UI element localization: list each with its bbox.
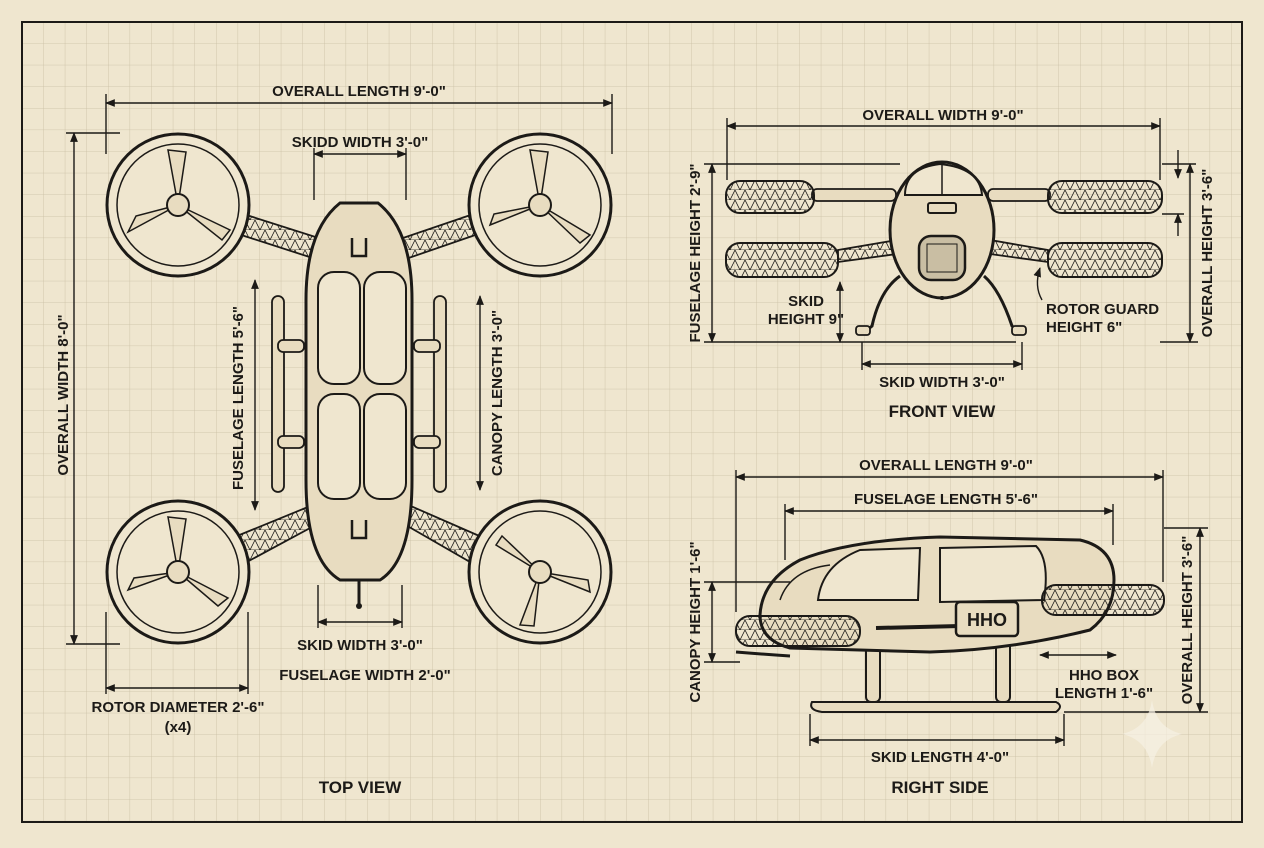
top-dimension-lines	[66, 94, 613, 694]
front-overall-width-label: OVERALL WIDTH 9'-0"	[862, 107, 1023, 124]
front-view: OVERALL WIDTH 9'-0" FUSELAGE HEIGHT 2'-9…	[687, 107, 1216, 421]
side-canopy-height-label: CANOPY HEIGHT 1'-6"	[687, 541, 704, 702]
side-rotor-guards	[735, 584, 1165, 647]
top-rotor-rear-left	[105, 499, 251, 645]
top-skid-width-label: SKID WIDTH 3'-0"	[297, 637, 423, 654]
front-fuselage	[888, 160, 996, 300]
side-fuselage-length-label: FUSELAGE LENGTH 5'-6"	[854, 491, 1038, 508]
front-skid-height-label-2: HEIGHT 9"	[768, 311, 844, 328]
top-fuselage	[304, 201, 414, 609]
top-rotor-count-label: (x4)	[165, 719, 192, 736]
top-canopy-length-label: CANOPY LENGTH 3'-0"	[489, 310, 506, 476]
side-hho-box-length-label-1: HHO BOX	[1069, 667, 1139, 684]
front-view-title: FRONT VIEW	[889, 402, 997, 421]
front-dimension-lines	[704, 118, 1198, 370]
front-fuselage-height-label: FUSELAGE HEIGHT 2'-9"	[687, 163, 704, 342]
front-skid-width-label: SKID WIDTH 3'-0"	[879, 374, 1005, 391]
front-skids	[855, 274, 1027, 336]
top-overall-length-label: OVERALL LENGTH 9'-0"	[272, 83, 446, 100]
front-rotor-guard-label-2: HEIGHT 6"	[1046, 319, 1122, 336]
top-view-title: TOP VIEW	[319, 778, 402, 797]
side-skid-length-label: SKID LENGTH 4'-0"	[871, 749, 1009, 766]
top-skidd-width-label: SKIDD WIDTH 3'-0"	[292, 134, 429, 151]
top-view: OVERALL LENGTH 9'-0" SKIDD WIDTH 3'-0" O…	[55, 83, 613, 797]
side-hho-box-label: HHO	[967, 610, 1007, 630]
side-overall-length-label: OVERALL LENGTH 9'-0"	[859, 457, 1033, 474]
side-view: OVERALL LENGTH 9'-0" FUSELAGE LENGTH 5'-…	[687, 457, 1208, 797]
top-rotor-rear-right	[467, 499, 613, 645]
side-hho-box-length-label-2: LENGTH 1'-6"	[1055, 685, 1153, 702]
top-rotor-diameter-label: ROTOR DIAMETER 2'-6"	[92, 699, 265, 716]
front-overall-height-label: OVERALL HEIGHT 3'-6"	[1199, 169, 1216, 338]
top-skids	[271, 295, 447, 493]
front-rotor-guard-label-1: ROTOR GUARD	[1046, 301, 1159, 318]
top-fuselage-width-label: FUSELAGE WIDTH 2'-0"	[279, 667, 451, 684]
side-view-title: RIGHT SIDE	[891, 778, 988, 797]
sparkle-icon	[1122, 700, 1182, 768]
side-overall-height-label: OVERALL HEIGHT 3'-6"	[1179, 536, 1196, 705]
top-overall-width-label: OVERALL WIDTH 8'-0"	[55, 314, 72, 475]
sheet-border	[21, 21, 1243, 823]
side-dimension-lines	[704, 470, 1208, 746]
top-rotor-front-left	[105, 132, 251, 278]
front-rotor-guards	[725, 180, 1163, 278]
front-skid-height-label-1: SKID	[788, 293, 824, 310]
top-fuselage-length-label: FUSELAGE LENGTH 5'-6"	[230, 306, 247, 490]
top-rotor-front-right	[467, 132, 613, 278]
